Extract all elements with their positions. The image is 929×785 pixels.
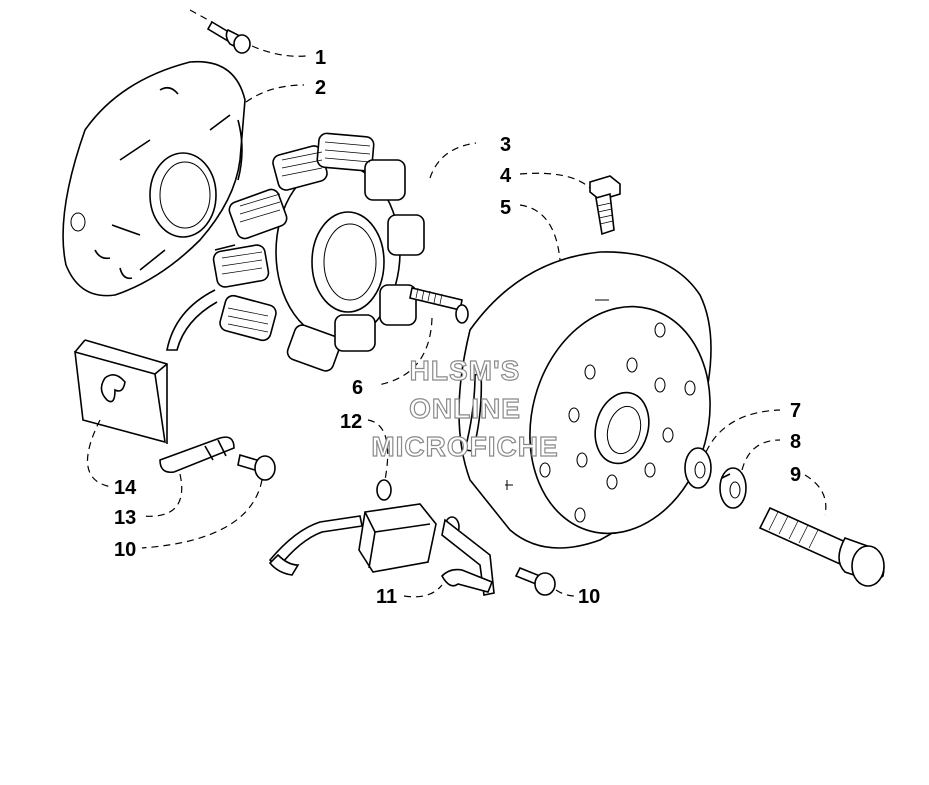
watermark-line-3: MICROFICHE xyxy=(371,431,558,462)
callout-10-right: 10 xyxy=(578,586,600,608)
callout-8: 8 xyxy=(790,431,801,453)
watermark: HLSM'S ONLINE MICROFICHE xyxy=(371,354,559,462)
stud-part-6[interactable] xyxy=(409,287,469,324)
leader-lines xyxy=(86,45,827,598)
bolt-part-1[interactable] xyxy=(189,9,251,54)
watermark-line-1: HLSM'S xyxy=(410,355,521,386)
bolt-part-4[interactable] xyxy=(589,175,621,236)
callout-labels: 1 2 3 4 5 6 7 8 9 10 10 11 12 13 14 xyxy=(114,47,801,608)
lock-washer-part-8[interactable] xyxy=(719,467,747,509)
callout-13: 13 xyxy=(114,507,136,529)
callout-7: 7 xyxy=(790,400,801,422)
screw-part-10-left[interactable] xyxy=(237,453,276,481)
bracket-part-11[interactable] xyxy=(441,516,495,596)
callout-3: 3 xyxy=(500,134,511,156)
callout-1: 1 xyxy=(315,47,326,69)
flywheel-part-5[interactable] xyxy=(458,251,735,554)
callout-10-left: 10 xyxy=(114,539,136,561)
callout-4: 4 xyxy=(500,165,512,187)
stator-part-3[interactable] xyxy=(166,132,425,373)
callout-6: 6 xyxy=(352,377,363,399)
washer-part-7[interactable] xyxy=(684,447,712,489)
bolt-part-9[interactable] xyxy=(758,506,885,587)
screw-part-10-right[interactable] xyxy=(514,566,556,596)
callout-12: 12 xyxy=(340,411,362,433)
watermark-line-2: ONLINE xyxy=(409,393,521,424)
housing-part-2[interactable] xyxy=(62,60,246,297)
callout-5: 5 xyxy=(500,197,511,219)
plate-part-14[interactable] xyxy=(74,339,168,444)
callout-14: 14 xyxy=(114,477,137,499)
callout-9: 9 xyxy=(790,464,801,486)
pulser-coil-part-12[interactable] xyxy=(268,479,437,576)
callout-11: 11 xyxy=(376,586,397,608)
callout-2: 2 xyxy=(315,77,326,99)
bracket-part-13[interactable] xyxy=(159,436,235,474)
